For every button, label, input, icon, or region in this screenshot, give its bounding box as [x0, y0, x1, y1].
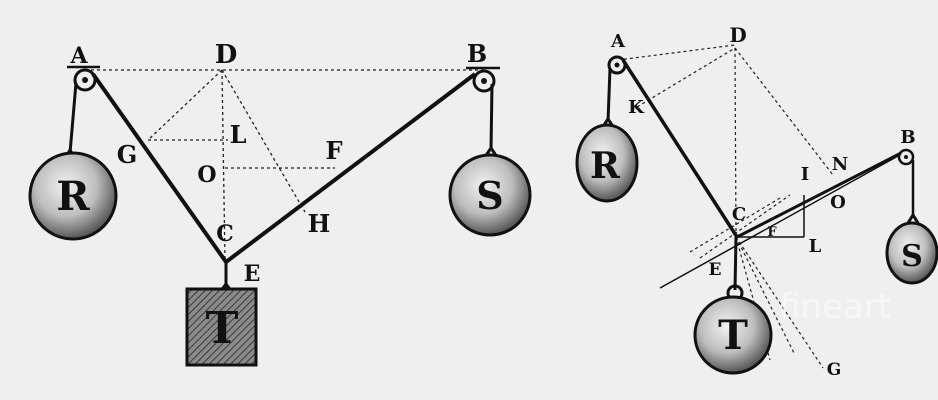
right-point-G-label: G [827, 360, 842, 380]
right-point-B-label: B [900, 127, 915, 148]
rope-C-B-right [736, 151, 902, 239]
point-B-label: B [467, 39, 487, 68]
line-E-B [659, 155, 899, 289]
point-A-label: A [69, 43, 88, 69]
weight-T-left: T [185, 281, 258, 367]
rope-A-C [91, 72, 228, 264]
rope-A-C-right [621, 59, 739, 238]
pulley-B-right [897, 148, 915, 166]
line-A-D [617, 44, 736, 61]
right-point-C-label: C [732, 204, 746, 225]
right-point-F-label: F [767, 225, 777, 240]
weight-R-left: R [28, 147, 118, 241]
weight-S-label: S [476, 173, 503, 218]
line-C-G2 [735, 236, 796, 356]
figure-left: R S T A D B G L O F H C E [28, 39, 532, 367]
point-F-label: F [325, 136, 342, 165]
weight-T-right: T [693, 284, 773, 375]
right-point-A-label: A [610, 31, 626, 52]
rope-C-T-right [733, 236, 738, 291]
point-C-label: C [216, 221, 234, 247]
point-L-label: L [230, 120, 247, 149]
weight-S-right: S [885, 212, 938, 285]
rope-C-B [224, 72, 477, 264]
right-point-I-label: I [801, 164, 809, 185]
weight-S-left: S [448, 145, 532, 237]
weight-T-right-label: T [718, 312, 748, 359]
rope-B-S [489, 83, 494, 151]
weight-T-label: T [206, 303, 239, 354]
weight-R-label: R [56, 173, 90, 220]
point-D-label: D [215, 40, 238, 70]
figure-right: R S T A D K I N B O C F L E G [575, 23, 938, 380]
point-O-label: O [197, 162, 216, 188]
left-ropes [68, 72, 494, 288]
right-point-E-label: E [709, 260, 722, 280]
line-D-C [734, 47, 737, 238]
right-point-K-label: K [628, 97, 645, 118]
weight-R-right-label: R [590, 145, 621, 187]
rope-A-R-right [606, 67, 612, 123]
right-point-L-label: L [809, 236, 822, 257]
right-point-D-label: D [729, 23, 746, 47]
point-E-label: E [244, 261, 261, 287]
weight-R-right: R [575, 116, 639, 203]
point-H-label: H [308, 209, 331, 238]
right-point-O-label: O [830, 192, 846, 213]
point-G-label: G [117, 140, 138, 169]
line-tangent-2 [699, 194, 791, 259]
left-construction-lines [85, 69, 485, 263]
pulley-B [466, 66, 500, 93]
line-D-N [734, 47, 834, 176]
line-C-G [735, 236, 824, 369]
weight-S-right-label: S [901, 239, 923, 274]
right-ropes [606, 59, 915, 291]
line-D-C [221, 69, 226, 263]
line-D-G [147, 69, 223, 141]
right-point-N-label: N [832, 154, 848, 175]
watermark-text: fineart [779, 287, 891, 327]
rope-A-R [68, 82, 78, 154]
